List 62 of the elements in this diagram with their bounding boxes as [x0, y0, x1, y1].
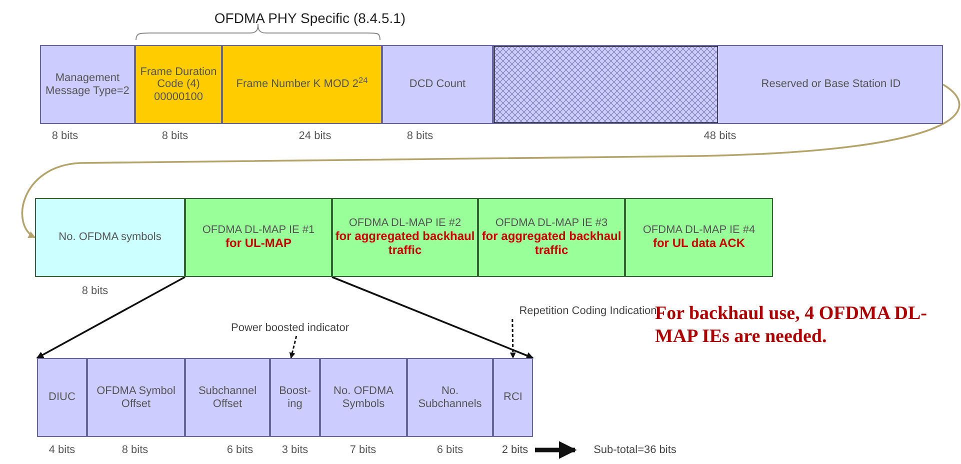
arrow: [332, 276, 534, 359]
ie-purpose: for UL-MAP: [226, 236, 292, 251]
field-cell: [222, 45, 382, 124]
field-cell: [332, 198, 478, 277]
bit-width: 8 bits: [120, 443, 150, 458]
arrow: [510, 318, 516, 359]
field-cell: [382, 45, 493, 124]
arrow: [535, 441, 577, 459]
field-label: OFDMA DL-MAP IE #3: [495, 217, 608, 230]
field-cell: [493, 45, 943, 124]
field-label: Management Message Type=2: [44, 72, 130, 98]
bit-width: 24 bits: [298, 129, 332, 144]
field-cell: [478, 198, 625, 277]
field-label: No. OFDMA Symbols: [332, 384, 394, 410]
field-label: No. OFDMA symbols: [58, 231, 162, 244]
field-cell: [625, 198, 773, 277]
arrow: [22, 84, 959, 238]
field-cell: [37, 358, 87, 437]
field-label: Boost-ing: [278, 384, 312, 410]
group-heading: OFDMA PHY Specific (8.4.5.1): [213, 9, 407, 28]
field-cell: [320, 358, 407, 437]
ie-purpose: for aggregated backhaul traffic: [481, 230, 622, 258]
field-label: Subchannel Offset: [197, 384, 258, 410]
field-label: Reserved or Base Station ID: [761, 78, 901, 91]
arrow: [289, 336, 298, 359]
field-label: OFDMA Symbol Offset: [96, 384, 176, 410]
field-label: No. Subchannels: [417, 384, 483, 410]
arrow: [36, 276, 186, 359]
bit-width: 7 bits: [348, 443, 378, 458]
field-label: Frame Duration Code (4) 00000100: [139, 66, 218, 104]
bit-width: 48 bits: [702, 129, 738, 144]
field-label: DIUC: [48, 391, 76, 404]
field-label: OFDMA DL-MAP IE #2: [348, 217, 462, 230]
ie-purpose: for aggregated backhaul traffic: [335, 230, 475, 258]
bit-width: 6 bits: [226, 443, 254, 458]
field-label: OFDMA DL-MAP IE #4: [642, 224, 756, 237]
field-label: 2 bits: [502, 444, 528, 456]
field-cell: [407, 358, 493, 437]
field-cell: [35, 198, 185, 277]
bit-width: 8 bits: [160, 129, 190, 144]
field-cell: [493, 358, 533, 437]
bit-width: 8 bits: [406, 129, 434, 144]
field-cell: [87, 358, 185, 437]
ie-purpose: for UL data ACK: [652, 236, 745, 251]
field-label: Frame Number K MOD 2$^{24}$: [236, 78, 368, 91]
field-label: Power boosted indicator: [230, 322, 349, 334]
field-cell: [185, 198, 332, 277]
field-label: RCI: [504, 391, 522, 404]
bit-width: 3 bits: [280, 443, 310, 458]
field-label: Repetition Coding Indication: [519, 304, 657, 317]
bit-width: 4 bits: [48, 443, 76, 458]
field-label: DCD Count: [409, 78, 466, 91]
field-label: OFDMA DL-MAP IE #1: [202, 224, 315, 237]
note-text: For backhaul use, 4 OFDMA DL-MAP IEs are needed.: [655, 303, 928, 349]
field-cell: [135, 45, 222, 124]
field-cell: [40, 45, 135, 124]
bit-width: 8 bits: [50, 129, 80, 144]
field-label: Sub-total=36 bits: [594, 444, 676, 456]
bit-width: 8 bits: [80, 284, 110, 299]
field-cell: [270, 358, 320, 437]
bit-width: 6 bits: [436, 443, 464, 458]
field-cell: [185, 358, 270, 437]
